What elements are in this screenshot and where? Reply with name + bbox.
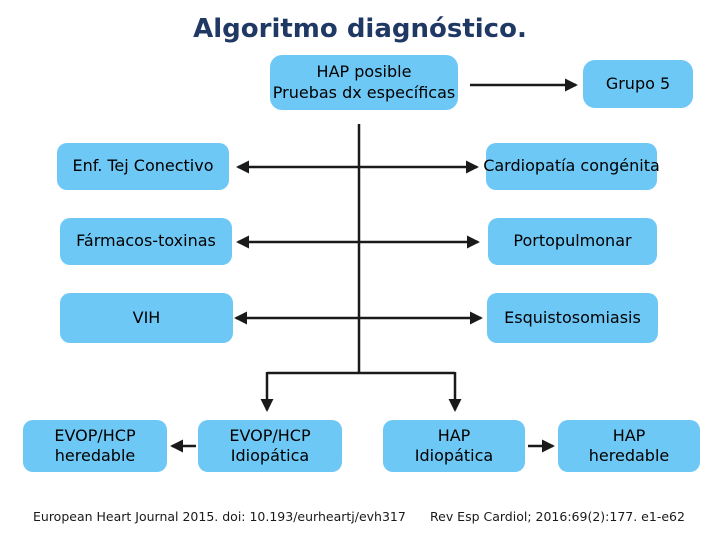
box-hap-idiopatica-line1: HAP bbox=[437, 425, 471, 445]
box-hap-heredable-line2: heredable bbox=[588, 446, 670, 465]
box-esquistosomiasis: Esquistosomiasis bbox=[487, 293, 658, 343]
box-evop-hcp-heredable: EVOP/HCP heredable bbox=[23, 420, 167, 472]
box-vih: VIH bbox=[60, 293, 233, 343]
box-portopulmonar-label: Portopulmonar bbox=[513, 231, 632, 251]
box-farmacos-toxinas: Fármacos-toxinas bbox=[60, 218, 232, 265]
box-enf-tej-conectivo-label: Enf. Tej Conectivo bbox=[72, 156, 214, 176]
box-vih-label: VIH bbox=[132, 307, 161, 327]
box-hap-posible: HAP posible Pruebas dx específicas bbox=[270, 55, 458, 110]
box-cardiopatia-congenita: Cardiopatía congénita bbox=[483, 143, 660, 190]
citation-right: Rev Esp Cardiol; 2016:69(2):177. e1-e62 bbox=[430, 509, 685, 524]
box-hap-posible-line1: HAP posible bbox=[316, 62, 412, 82]
box-farmacos-toxinas-label: Fármacos-toxinas bbox=[76, 231, 216, 251]
box-hap-heredable: HAP heredable bbox=[558, 420, 700, 472]
citation-left: European Heart Journal 2015. doi: 10.193… bbox=[33, 509, 406, 524]
box-evop-hcp-idiopatica-line2: Idiopática bbox=[230, 446, 310, 465]
box-grupo-5-label: Grupo 5 bbox=[605, 73, 671, 93]
box-portopulmonar: Portopulmonar bbox=[488, 218, 657, 265]
slide-title: Algoritmo diagnóstico. bbox=[193, 14, 527, 44]
box-evop-hcp-heredable-line2: heredable bbox=[54, 446, 136, 465]
box-evop-hcp-idiopatica: EVOP/HCP Idiopática bbox=[198, 420, 342, 472]
box-hap-heredable-line1: HAP bbox=[612, 425, 646, 445]
box-cardiopatia-congenita-label: Cardiopatía congénita bbox=[483, 156, 660, 176]
box-enf-tej-conectivo: Enf. Tej Conectivo bbox=[57, 143, 229, 190]
box-evop-hcp-idiopatica-line1: EVOP/HCP bbox=[229, 425, 311, 445]
box-esquistosomiasis-label: Esquistosomiasis bbox=[504, 307, 641, 327]
box-hap-posible-line2: Pruebas dx específicas bbox=[272, 82, 456, 102]
box-hap-idiopatica-line2: Idiopática bbox=[414, 446, 494, 465]
box-grupo-5: Grupo 5 bbox=[583, 60, 693, 108]
box-evop-hcp-heredable-line1: EVOP/HCP bbox=[54, 425, 136, 445]
box-hap-idiopatica: HAP Idiopática bbox=[383, 420, 525, 472]
